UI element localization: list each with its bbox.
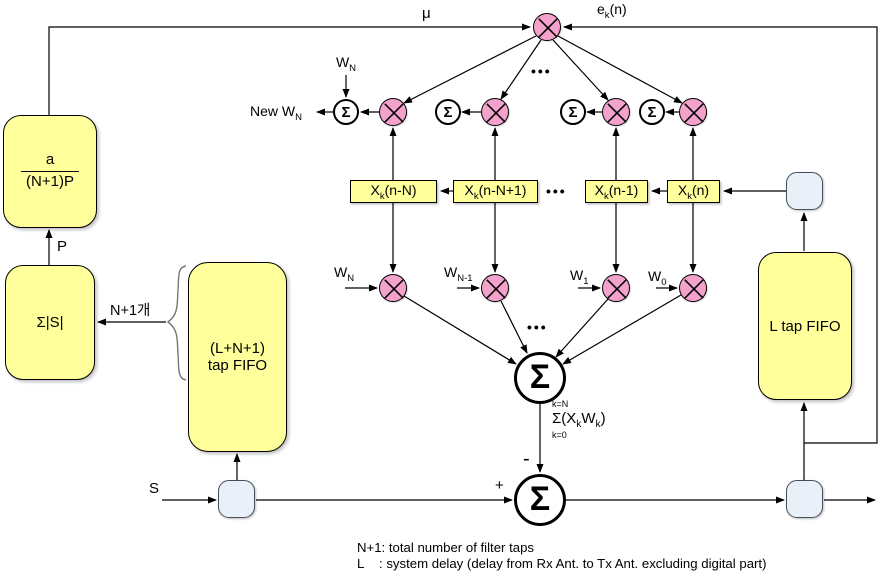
note-system-delay: L : system delay (delay from Rx Ant. to … [357,556,767,571]
signal-lines [45,23,878,504]
tap-count-label: N+1개 [110,303,151,319]
tap-label: Xk(n) [677,181,710,202]
fifo-output-node [786,172,823,210]
multiply-icon [684,103,704,123]
fan-4 [557,35,683,104]
weight-in-label: WN [335,54,357,74]
error-summer: Σ [514,474,566,526]
update-multiplier-2 [481,98,509,126]
error-step-multiplier [533,13,561,41]
multiply-icon [607,279,627,299]
update-multiplier-1 [379,98,407,126]
tap-label: Xk(n-N+1) [464,181,527,202]
power-sum-label: Σ|S| [36,314,64,331]
error-signal-label: ek(n) [597,1,627,21]
output-branch-node [786,480,823,518]
update-multiplier-3 [602,98,630,126]
plus-sign: + [495,477,504,494]
new-weight-label: New WN [250,103,302,123]
multiply-icon [538,18,558,38]
sum-lower-limit: k=0 [552,429,567,440]
to-bigsum-3 [555,298,609,358]
fraction-bar [21,171,79,172]
mu-label: μ [422,5,431,22]
input-fifo-label-1: (L+N+1) [209,340,266,357]
input-fifo-label-2: tap FIFO [207,357,268,374]
to-bigsum-4 [562,294,682,365]
sigma-glyph: Σ [568,103,578,121]
fan-ellipsis: ••• [531,63,552,79]
sigma-glyph: Σ [529,480,551,518]
weight-label-1: W1 [570,267,589,287]
tap-box-xk-n: Xk(n) [667,180,720,203]
tap-box-xk-n-1: Xk(n-1) [585,180,648,203]
filter-multiplier-1 [379,274,407,302]
mu-line [48,23,531,115]
output-fifo-box: L tap FIFO [758,252,852,400]
note-filter-taps: N+1: total number of filter taps [357,540,535,555]
update-multiplier-4 [679,98,707,126]
input-signal-label: S [149,480,160,497]
power-sum-box: Σ|S| [5,265,95,380]
output-fifo-label: L tap FIFO [769,317,841,335]
weight-label-n: WN [334,264,355,284]
weight-label-0: W0 [648,268,667,288]
multiply-icon [384,279,404,299]
tap-label: Xk(n-N) [370,181,417,202]
error-feedback-line [563,23,878,444]
step-size-denominator: (N+1)P [26,173,74,190]
sum-formula: Σ(XkWk) [552,409,606,430]
multiply-icon [486,279,506,299]
to-bigsum-2 [500,300,528,354]
weight-label-n1: WN-1 [444,264,473,284]
multiply-icon [684,279,704,299]
step-size-box: a (N+1)P [3,115,97,228]
multiply-icon [486,103,506,123]
multiply-icon [384,103,404,123]
filter-multiplier-3 [602,274,630,302]
sigma-glyph: Σ [647,103,657,121]
tap-box-xk-n-N: Xk(n-N) [350,180,437,203]
filter-multiplier-4 [679,274,707,302]
input-branch-node [218,480,255,518]
tap-label: Xk(n-1) [594,181,639,202]
step-size-numerator: a [45,151,55,169]
fan-1 [403,35,537,104]
weight-update-sum-3: Σ [560,99,586,125]
tap-box-xk-n-N1: Xk(n-N+1) [453,180,538,203]
sigma-glyph: Σ [529,358,551,396]
step-size-fraction: a (N+1)P [21,151,79,192]
tap-ellipsis: ••• [546,183,567,199]
minus-sign: - [523,448,530,470]
weight-update-sum-4: Σ [639,99,665,125]
filter-output-summer: Σ [514,352,566,404]
fan-2 [500,39,542,100]
power-label: P [57,238,68,255]
sigma-glyph: Σ [341,103,351,121]
multiply-icon [607,103,627,123]
to-bigsum-1 [403,295,517,365]
weight-update-sum-1: Σ [333,99,359,125]
sum-expression: k=N Σ(XkWk) k=0 [552,399,606,441]
filter-multiplier-2 [481,274,509,302]
weight-update-sum-2: Σ [435,99,461,125]
fan-3 [552,39,609,101]
input-fifo-box: (L+N+1) tap FIFO [188,262,287,452]
product-ellipsis: ••• [527,319,548,335]
sum-upper-limit: k=N [552,399,569,409]
brace [166,265,187,381]
sigma-glyph: Σ [443,103,453,121]
